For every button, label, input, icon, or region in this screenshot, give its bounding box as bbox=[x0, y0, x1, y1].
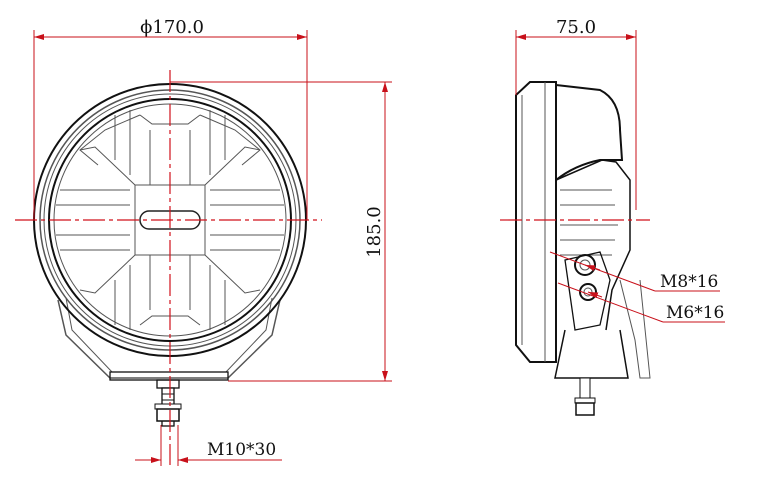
side-bolt bbox=[574, 377, 596, 416]
side-housing bbox=[555, 84, 624, 181]
depth-dimension: 75.0 bbox=[515, 17, 637, 210]
side-view bbox=[500, 81, 651, 416]
side-bracket-base bbox=[554, 329, 629, 379]
bolt-label: M10*30 bbox=[207, 440, 276, 460]
bottom-bolt bbox=[154, 379, 182, 427]
diameter-dimension: ϕ170.0 bbox=[33, 17, 308, 220]
bolt-dimension: M10*30 bbox=[135, 425, 282, 466]
m6-callout: M6*16 bbox=[557, 282, 725, 323]
height-dimension: 185.0 bbox=[170, 81, 392, 382]
m6-label: M6*16 bbox=[666, 303, 724, 323]
front-view bbox=[15, 70, 322, 465]
diameter-label: ϕ170.0 bbox=[140, 17, 204, 38]
m8-label: M8*16 bbox=[660, 272, 718, 292]
mount-plate bbox=[564, 251, 611, 331]
m8-callout: M8*16 bbox=[549, 251, 720, 292]
front-bracket bbox=[57, 297, 281, 381]
depth-label: 75.0 bbox=[556, 17, 596, 38]
cable bbox=[619, 279, 651, 379]
height-label: 185.0 bbox=[364, 206, 385, 258]
